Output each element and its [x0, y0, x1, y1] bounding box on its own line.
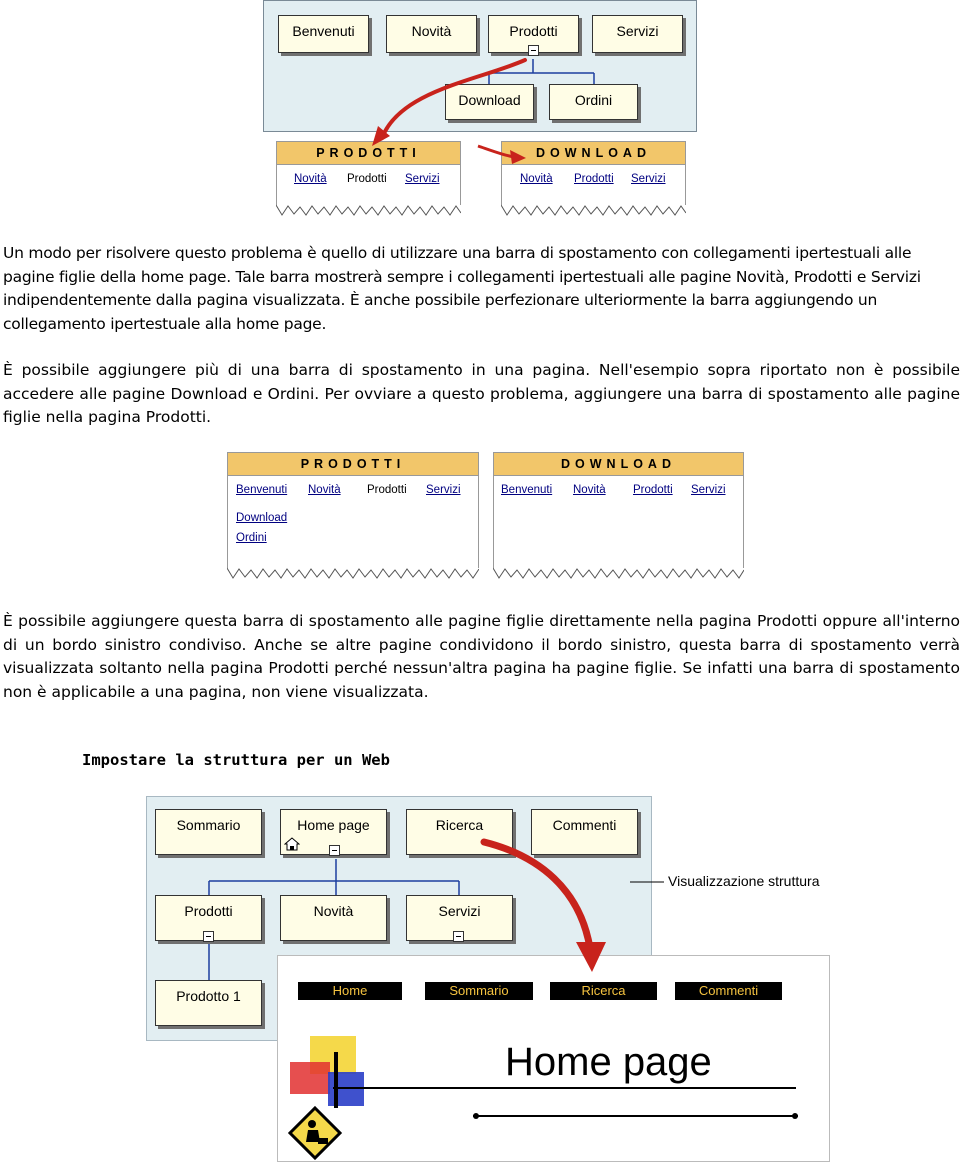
nav-button-ricerca[interactable]: Ricerca: [550, 982, 657, 1000]
link-servizi[interactable]: Servizi: [631, 173, 666, 185]
paragraph-1: Un modo per risolvere questo problema è …: [3, 244, 921, 333]
navbar-title: DOWNLOAD: [501, 141, 686, 165]
callout-label: Visualizzazione struttura: [668, 873, 820, 889]
red-arrows: [372, 58, 527, 164]
navbar-links: Novità Prodotti Servizi: [501, 165, 686, 205]
collapse-icon: [453, 931, 464, 942]
torn-edge: [227, 567, 479, 579]
paragraph-3: È possibile aggiungere questa barra di s…: [3, 612, 960, 701]
link-novita[interactable]: Novità: [308, 484, 341, 496]
link-servizi[interactable]: Servizi: [691, 484, 726, 496]
navbar-title: PRODOTTI: [276, 141, 461, 165]
link-prodotti-current: Prodotti: [367, 484, 407, 496]
nav-button-commenti[interactable]: Commenti: [675, 982, 782, 1000]
link-benvenuti[interactable]: Benvenuti: [501, 484, 553, 496]
link-prodotti[interactable]: Prodotti: [633, 484, 673, 496]
navbar-title: DOWNLOAD: [493, 452, 744, 476]
navbar-download-1: DOWNLOAD Novità Prodotti Servizi: [501, 141, 686, 217]
site-structure-figure-1: Benvenuti Novità Prodotti Servizi Downlo…: [263, 0, 697, 132]
tile-download: Download: [445, 84, 534, 120]
link-benvenuti[interactable]: Benvenuti: [236, 484, 288, 496]
navbar-prodotti-2: PRODOTTI Benvenuti Novità Prodotti Servi…: [227, 452, 479, 580]
tile-novita: Novità: [386, 15, 477, 53]
web-structure-figure: Sommario Home page Ricerca Commenti Prod…: [146, 796, 652, 1041]
nav-button-home[interactable]: Home: [298, 982, 402, 1000]
tile-servizi: Servizi: [592, 15, 683, 53]
link-prodotti[interactable]: Prodotti: [574, 173, 614, 185]
nav-button-sommario[interactable]: Sommario: [425, 982, 533, 1000]
decorative-rules: [333, 1087, 798, 1119]
tile-ordini: Ordini: [549, 84, 638, 120]
navbar-download-2: DOWNLOAD Benvenuti Novità Prodotti Servi…: [493, 452, 744, 580]
link-servizi[interactable]: Servizi: [405, 173, 440, 185]
tile-commenti: Commenti: [531, 809, 638, 855]
collapse-icon: [329, 845, 340, 856]
red-arrow: [480, 838, 606, 972]
navbar-links: Novità Prodotti Servizi: [276, 165, 461, 205]
paragraph-2: È possibile aggiungere più di una barra …: [3, 361, 960, 426]
collapse-icon: [528, 45, 539, 56]
torn-edge: [493, 567, 744, 579]
home-page-title: Home page: [505, 1040, 712, 1084]
torn-edge: [276, 204, 461, 216]
link-novita[interactable]: Novità: [573, 484, 606, 496]
link-novita[interactable]: Novità: [294, 173, 327, 185]
link-ordini[interactable]: Ordini: [236, 532, 267, 544]
link-servizi[interactable]: Servizi: [426, 484, 461, 496]
link-prodotti-current: Prodotti: [347, 173, 387, 185]
navbar-title: PRODOTTI: [227, 452, 479, 476]
tile-benvenuti: Benvenuti: [278, 15, 369, 53]
link-novita[interactable]: Novità: [520, 173, 553, 185]
home-page-preview: Home Sommario Ricerca Commenti Home page: [277, 955, 830, 1162]
collapse-icon: [203, 931, 214, 942]
tile-sommario: Sommario: [155, 809, 262, 855]
callout-line: [630, 881, 664, 883]
tile-prodotto-1: Prodotto 1: [155, 980, 262, 1026]
under-construction-icon: [288, 1106, 342, 1160]
navbar-prodotti-1: PRODOTTI Novità Prodotti Servizi: [276, 141, 461, 217]
navbar-links: Benvenuti Novità Prodotti Servizi Downlo…: [227, 476, 479, 568]
tree-connectors: [208, 859, 460, 980]
tile-novita: Novità: [280, 895, 387, 941]
section-heading: Impostare la struttura per un Web: [82, 751, 390, 769]
link-download[interactable]: Download: [236, 512, 288, 524]
torn-edge: [501, 204, 686, 216]
home-icon: [284, 837, 300, 851]
navbar-links: Benvenuti Novità Prodotti Servizi: [493, 476, 744, 568]
tile-prodotti: Prodotti: [488, 15, 579, 53]
